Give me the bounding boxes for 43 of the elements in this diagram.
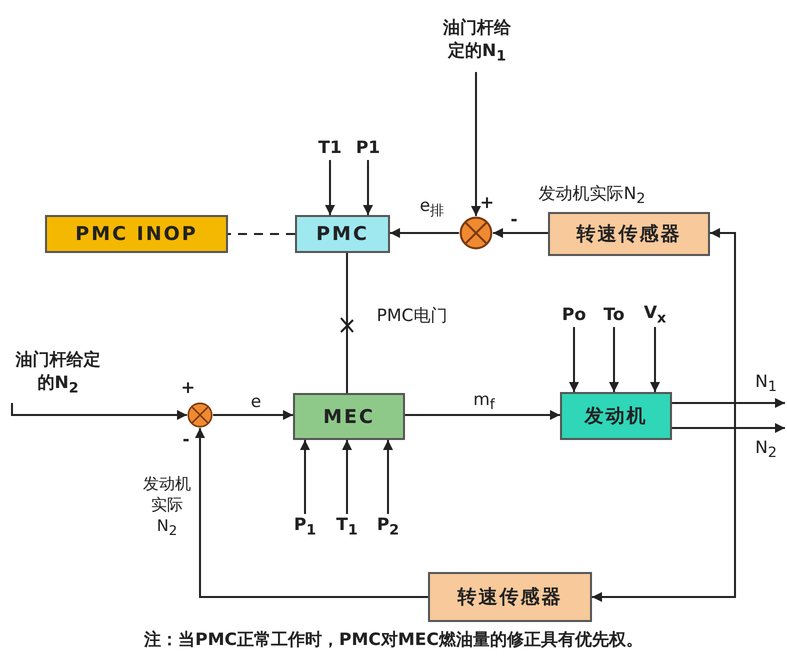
arrow bbox=[569, 327, 579, 392]
summing-junction bbox=[187, 402, 213, 428]
controller-box: MEC bbox=[293, 393, 405, 440]
connector-line bbox=[228, 233, 295, 235]
arrow bbox=[493, 228, 548, 238]
arrow bbox=[471, 72, 481, 216]
arrow bbox=[405, 410, 560, 420]
arrow bbox=[383, 440, 393, 514]
sensor-box: 转速传感器 bbox=[428, 572, 592, 622]
connector-line bbox=[346, 253, 348, 393]
input-label: P$_{1}$ bbox=[292, 514, 318, 540]
status-box: PMC INOP bbox=[45, 215, 228, 253]
summing-junction bbox=[459, 216, 493, 250]
input-label: T1 bbox=[316, 136, 344, 160]
arrow bbox=[650, 327, 660, 392]
controller-box: PMC bbox=[295, 215, 390, 253]
arrow bbox=[672, 398, 785, 408]
input-label: Po bbox=[560, 303, 588, 327]
caption: 注：当PMC正常工作时，PMC对MEC燃油量的修正具有优先权。 bbox=[143, 629, 644, 651]
arrow bbox=[390, 228, 459, 238]
engine-box: 发动机 bbox=[560, 392, 672, 440]
arrow bbox=[592, 427, 736, 602]
sign-label: - bbox=[509, 210, 519, 230]
sign-label: + bbox=[478, 192, 496, 214]
edge-label: PMC电门 bbox=[376, 306, 448, 326]
sign-label: - bbox=[181, 430, 191, 450]
arrow bbox=[300, 440, 310, 514]
arrow bbox=[609, 327, 619, 392]
input-label: To bbox=[600, 303, 628, 327]
input-label: 油门杆给定的N$_{2}$ bbox=[8, 345, 108, 403]
arrow bbox=[213, 410, 293, 420]
sign-label: + bbox=[180, 378, 196, 398]
arrow bbox=[195, 428, 428, 598]
input-label: P1 bbox=[353, 136, 383, 160]
input-label: V$_{x}$ bbox=[641, 303, 669, 327]
arrow bbox=[325, 160, 335, 215]
arrow bbox=[342, 440, 352, 514]
sensor-box: 转速传感器 bbox=[548, 212, 710, 256]
input-label: T$_{1}$ bbox=[334, 514, 360, 540]
input-label: P$_{2}$ bbox=[375, 514, 401, 540]
arrow bbox=[363, 160, 373, 215]
arrow bbox=[11, 403, 187, 420]
input-label: 油门杆给定的N$_{1}$ bbox=[436, 12, 518, 72]
